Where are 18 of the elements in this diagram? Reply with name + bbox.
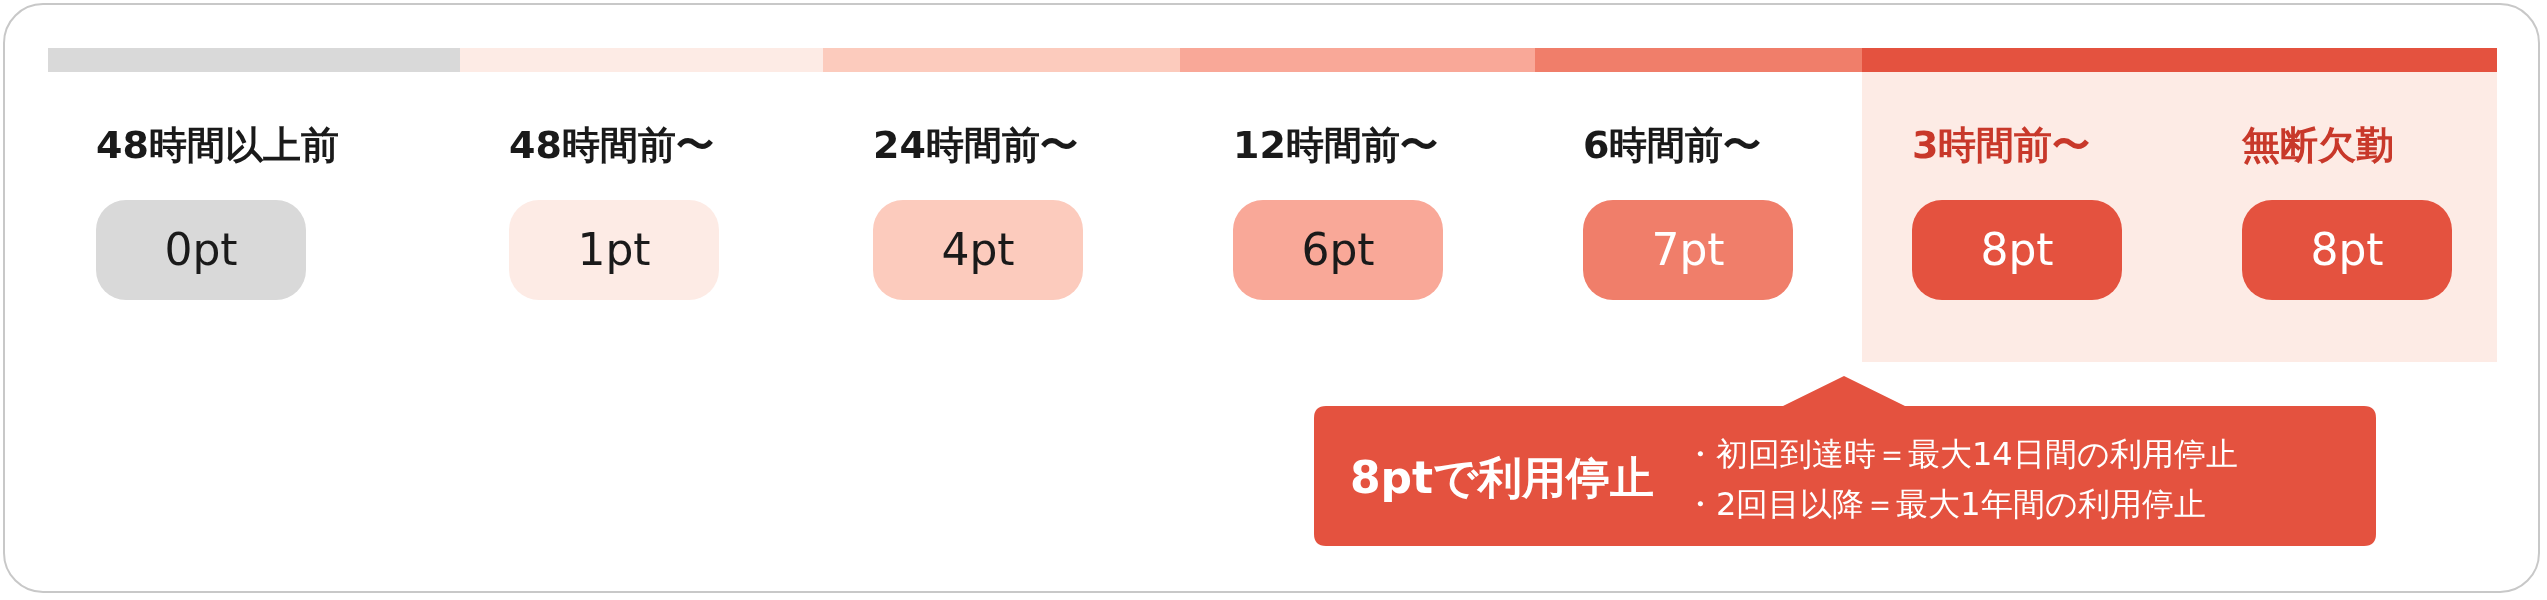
highlight-panel	[1862, 72, 2497, 362]
column-heading: 48時間前〜	[509, 122, 714, 169]
column-heading: 48時間以上前	[96, 122, 339, 169]
point-badge: 8pt	[2242, 200, 2452, 300]
point-badge: 8pt	[1912, 200, 2122, 300]
point-badge: 7pt	[1583, 200, 1793, 300]
callout-heading: 8ptで利用停止	[1350, 456, 1655, 500]
point-badge: 0pt	[96, 200, 306, 300]
column-heading: 24時間前〜	[873, 122, 1078, 169]
column-heading: 6時間前〜	[1583, 122, 1762, 169]
column-heading: 12時間前〜	[1233, 122, 1438, 169]
bullet-text: ・初回到達時＝最大14日間の利用停止	[1684, 434, 2238, 475]
point-badge: 1pt	[509, 200, 719, 300]
point-badge: 4pt	[873, 200, 1083, 300]
column-heading: 無断欠勤	[2242, 122, 2394, 169]
bullet-text: ・2回目以降＝最大1年間の利用停止	[1684, 484, 2206, 525]
point-badge: 6pt	[1233, 200, 1443, 300]
column-heading: 3時間前〜	[1912, 122, 2091, 169]
